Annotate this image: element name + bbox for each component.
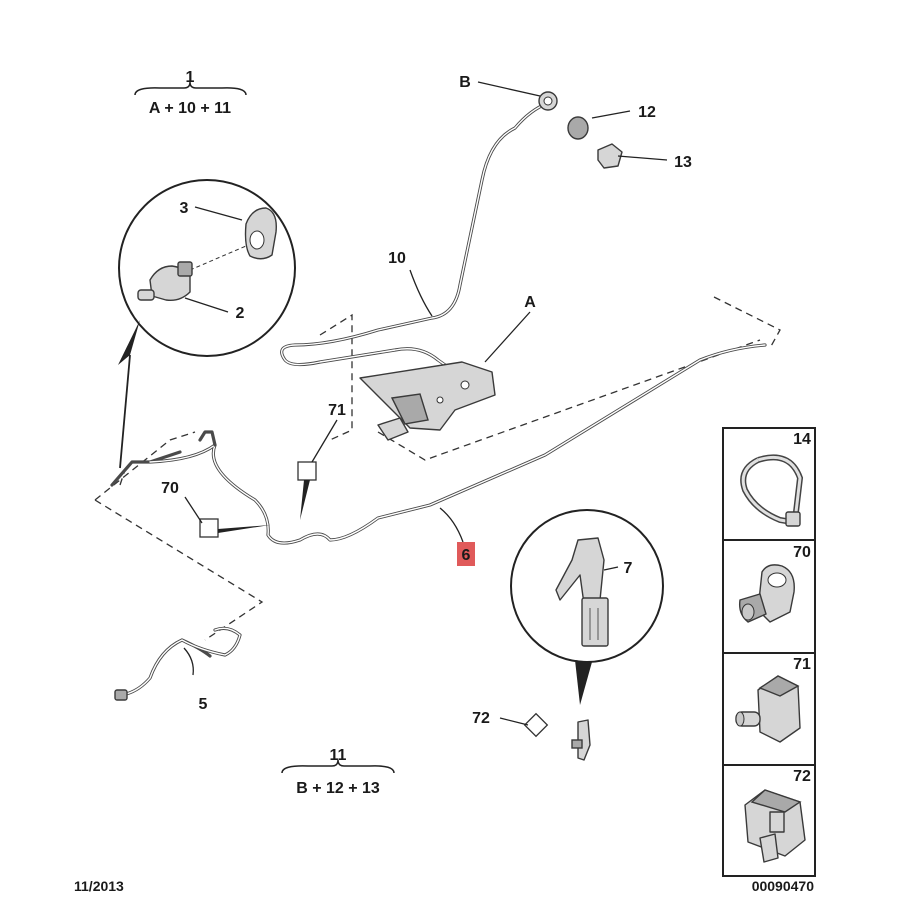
component-b xyxy=(538,91,558,111)
group-11-number: 11 xyxy=(330,747,347,764)
component-a xyxy=(359,361,496,441)
clip-symbol-70 xyxy=(199,518,219,538)
callout-6-highlight: 6 xyxy=(457,542,475,566)
component-12 xyxy=(567,116,589,140)
group-11-formula: B + 12 + 13 xyxy=(296,780,380,797)
group-11-header: 11 B + 12 + 13 xyxy=(281,747,395,797)
side-panel-item-72: 72 xyxy=(744,768,811,863)
callout-2: 2 xyxy=(236,305,245,322)
callout-72: 72 xyxy=(472,710,490,727)
clip-symbol-71 xyxy=(297,461,317,481)
callout-6-background xyxy=(457,542,475,566)
callout-7: 7 xyxy=(624,560,633,577)
component-7 xyxy=(555,537,609,647)
component-3 xyxy=(244,207,277,260)
clip-72-icon xyxy=(744,789,806,863)
detail-circle-7 xyxy=(510,509,664,705)
callout-71: 71 xyxy=(328,402,346,419)
callout-a: A xyxy=(524,294,536,311)
cable-tie-icon xyxy=(740,454,804,527)
callout-5: 5 xyxy=(199,696,208,713)
clip-symbol-72 xyxy=(523,712,549,738)
component-13 xyxy=(597,143,623,169)
footer-reference: 00090470 xyxy=(752,878,815,894)
dashed-outline-center xyxy=(319,313,353,441)
callout-3: 3 xyxy=(180,200,189,217)
side-panel-item-70: 70 xyxy=(738,544,811,623)
group-11-brace xyxy=(281,759,395,774)
clip-71-icon xyxy=(735,675,801,743)
leader-lines xyxy=(183,81,668,726)
component-72-bracket xyxy=(571,719,591,761)
callout-b: B xyxy=(459,74,471,91)
component-2 xyxy=(137,261,193,302)
detail-circle-2-3 xyxy=(118,179,296,469)
callout-12: 12 xyxy=(638,104,656,121)
pipe-10 xyxy=(280,101,550,374)
clip-70-icon xyxy=(738,564,795,623)
callout-10: 10 xyxy=(388,250,406,267)
side-panel-label-71: 71 xyxy=(793,656,811,673)
dashed-outline-right xyxy=(377,296,781,461)
side-panel-item-14: 14 xyxy=(740,431,811,527)
group-1-brace xyxy=(134,81,247,96)
group-1-formula: A + 10 + 11 xyxy=(149,100,231,117)
pipe-5 xyxy=(114,626,242,701)
footer-date: 11/2013 xyxy=(74,878,124,894)
side-panel: 14 70 71 xyxy=(722,427,816,877)
callout-70: 70 xyxy=(161,480,179,497)
side-panel-label-70: 70 xyxy=(793,544,811,561)
callout-6: 6 xyxy=(462,547,471,564)
pipe-6 xyxy=(110,343,767,545)
side-panel-label-72: 72 xyxy=(793,768,811,785)
callout-13: 13 xyxy=(674,154,692,171)
group-1-number: 1 xyxy=(186,69,195,86)
side-panel-item-71: 71 xyxy=(735,656,811,743)
group-1-header: 1 A + 10 + 11 xyxy=(134,69,247,117)
side-panel-label-14: 14 xyxy=(793,431,811,448)
